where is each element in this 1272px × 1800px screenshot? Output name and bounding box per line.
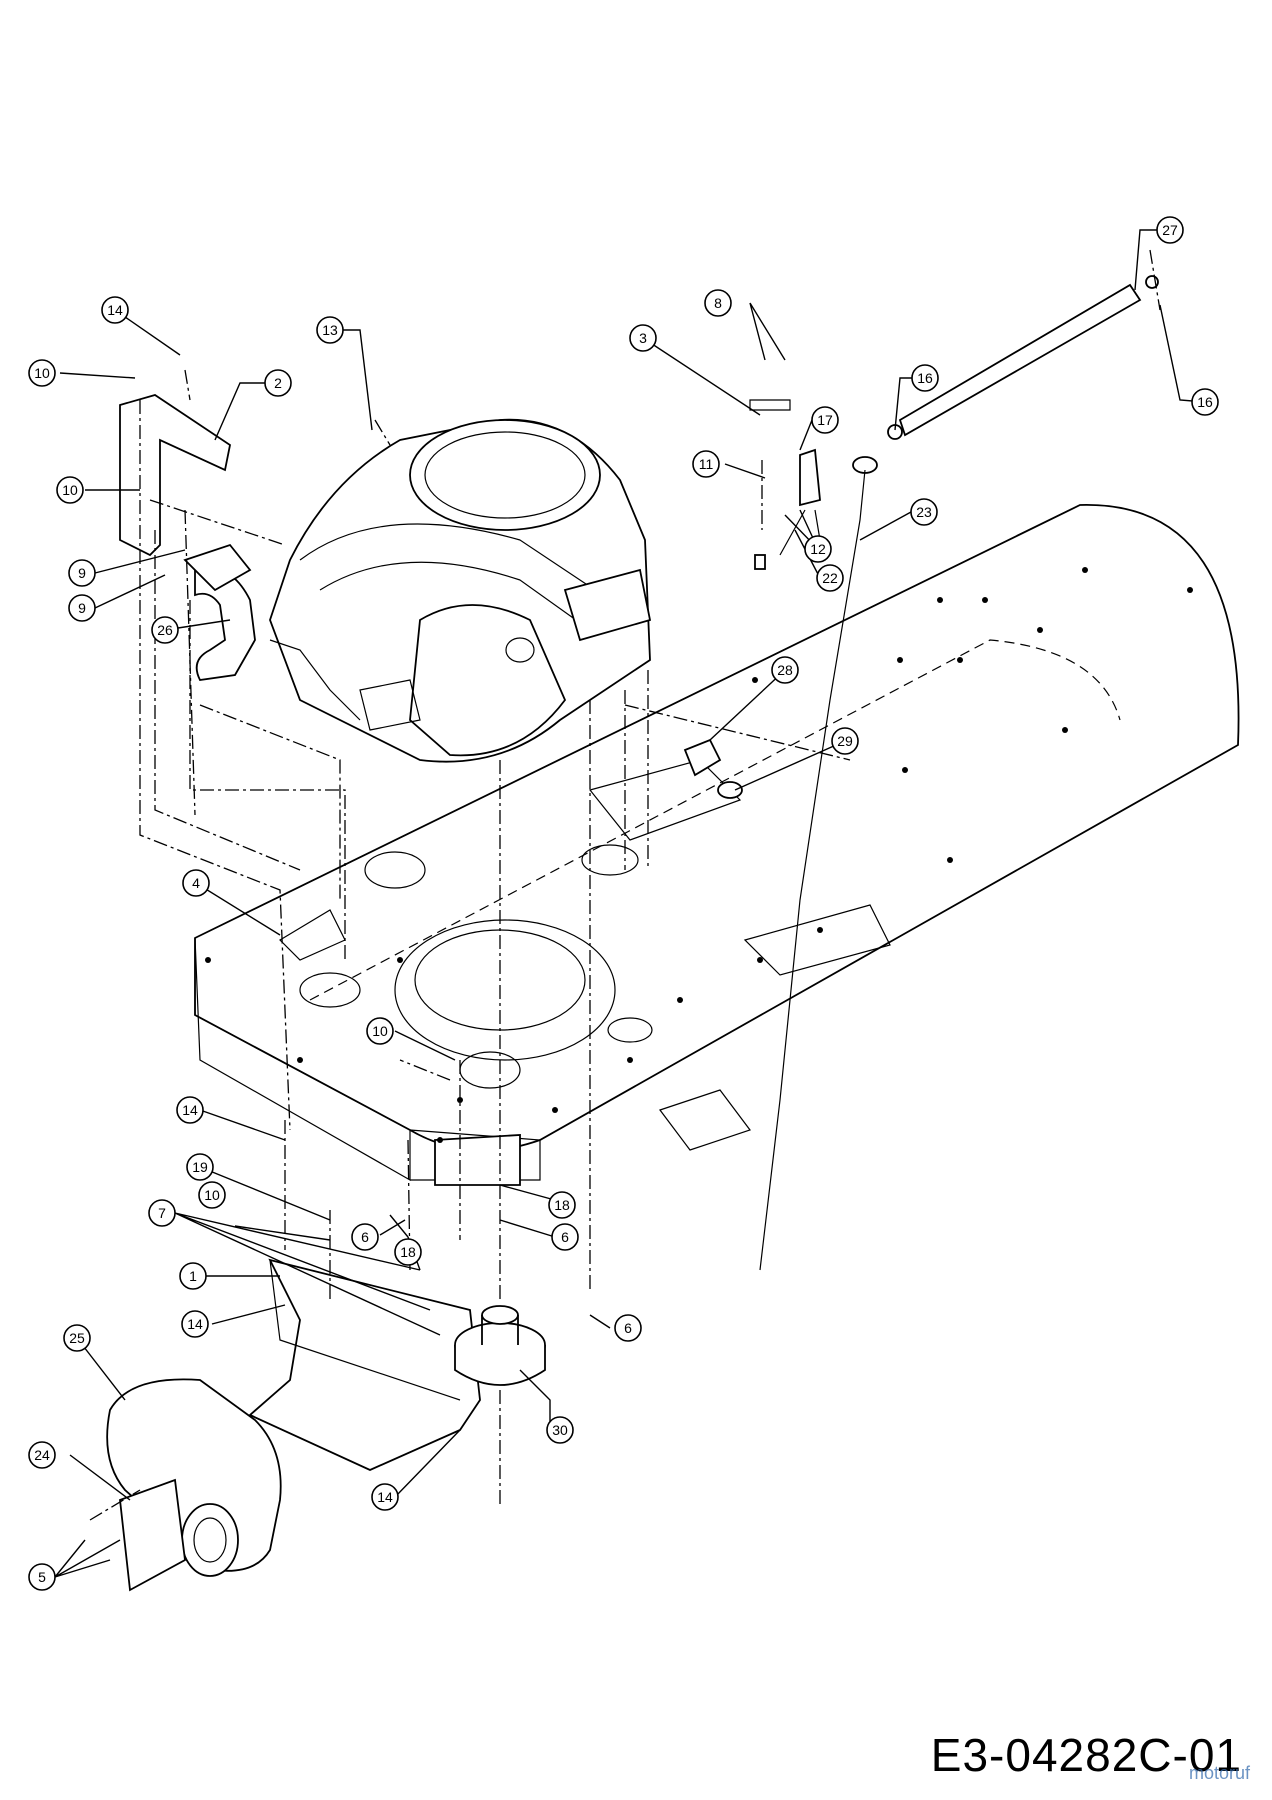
svg-text:14: 14 bbox=[107, 302, 123, 318]
heat-shield bbox=[119, 394, 232, 557]
callout-10c[interactable]: 10 bbox=[366, 1017, 394, 1045]
choke-cable bbox=[759, 456, 878, 1271]
callout-3[interactable]: 3 bbox=[629, 324, 657, 352]
callout-10b[interactable]: 10 bbox=[56, 476, 84, 504]
callout-8[interactable]: 8 bbox=[704, 289, 732, 317]
svg-text:27: 27 bbox=[1162, 222, 1178, 238]
fuel-filter bbox=[683, 738, 743, 799]
callout-9a[interactable]: 9 bbox=[68, 559, 96, 587]
svg-text:6: 6 bbox=[624, 1320, 632, 1336]
callout-30[interactable]: 30 bbox=[546, 1416, 574, 1444]
svg-text:11: 11 bbox=[699, 456, 714, 472]
callout-18b[interactable]: 18 bbox=[394, 1238, 422, 1266]
svg-text:14: 14 bbox=[182, 1102, 198, 1118]
callout-10a[interactable]: 10 bbox=[28, 359, 56, 387]
svg-text:8: 8 bbox=[714, 295, 722, 311]
callout-4[interactable]: 4 bbox=[182, 869, 210, 897]
callout-22[interactable]: 22 bbox=[816, 564, 844, 592]
muffler-bracket bbox=[248, 1258, 481, 1471]
callout-1[interactable]: 1 bbox=[179, 1262, 207, 1290]
callout-23[interactable]: 23 bbox=[910, 498, 938, 526]
callout-6c[interactable]: 6 bbox=[614, 1314, 642, 1342]
callout-2[interactable]: 2 bbox=[264, 369, 292, 397]
svg-text:3: 3 bbox=[639, 330, 647, 346]
svg-text:26: 26 bbox=[157, 622, 173, 638]
callout-29[interactable]: 29 bbox=[831, 727, 859, 755]
svg-text:30: 30 bbox=[552, 1422, 568, 1438]
svg-text:16: 16 bbox=[917, 370, 933, 386]
throttle-control bbox=[749, 399, 821, 570]
svg-text:14: 14 bbox=[187, 1316, 203, 1332]
drawing-code: E3-04282C-01 bbox=[930, 1729, 1242, 1781]
callout-17[interactable]: 17 bbox=[811, 406, 839, 434]
assembly-lines bbox=[89, 249, 1161, 1521]
callout-19[interactable]: 19 bbox=[186, 1153, 214, 1181]
svg-text:6: 6 bbox=[361, 1229, 369, 1245]
muffler bbox=[106, 1378, 282, 1592]
callout-24[interactable]: 24 bbox=[28, 1441, 56, 1469]
callout-6a[interactable]: 6 bbox=[351, 1223, 379, 1251]
callout-11[interactable]: 11 bbox=[692, 450, 720, 478]
control-rod bbox=[887, 275, 1159, 440]
callout-7[interactable]: 7 bbox=[148, 1199, 176, 1227]
callout-28[interactable]: 28 bbox=[771, 656, 799, 684]
pulley bbox=[454, 1305, 546, 1386]
svg-text:6: 6 bbox=[561, 1229, 569, 1245]
callouts: 1 2 3 4 5 6 6 6 7 8 9 9 10 10 10 10 11 1… bbox=[28, 216, 1219, 1591]
callout-6b[interactable]: 6 bbox=[551, 1223, 579, 1251]
callout-5[interactable]: 5 bbox=[28, 1563, 56, 1591]
svg-text:18: 18 bbox=[554, 1197, 570, 1213]
svg-text:5: 5 bbox=[38, 1569, 46, 1585]
watermark-logo: motoruf bbox=[1188, 1763, 1250, 1783]
svg-text:29: 29 bbox=[837, 733, 853, 749]
svg-text:28: 28 bbox=[777, 662, 793, 678]
svg-text:10: 10 bbox=[204, 1187, 220, 1203]
callout-16a[interactable]: 16 bbox=[911, 364, 939, 392]
callout-14c[interactable]: 14 bbox=[181, 1310, 209, 1338]
svg-text:1: 1 bbox=[189, 1268, 197, 1284]
callout-10d[interactable]: 10 bbox=[198, 1181, 226, 1209]
callout-12[interactable]: 12 bbox=[804, 535, 832, 563]
callout-13[interactable]: 13 bbox=[316, 316, 344, 344]
callout-16b[interactable]: 16 bbox=[1191, 388, 1219, 416]
svg-text:19: 19 bbox=[192, 1159, 208, 1175]
svg-text:14: 14 bbox=[377, 1489, 393, 1505]
svg-text:22: 22 bbox=[822, 570, 838, 586]
svg-text:2: 2 bbox=[274, 375, 282, 391]
callout-9b[interactable]: 9 bbox=[68, 594, 96, 622]
svg-text:16: 16 bbox=[1197, 394, 1213, 410]
svg-text:4: 4 bbox=[192, 875, 200, 891]
svg-text:7: 7 bbox=[158, 1205, 166, 1221]
svg-text:9: 9 bbox=[78, 600, 86, 616]
svg-text:10: 10 bbox=[62, 482, 78, 498]
exhaust-pipe bbox=[183, 543, 256, 681]
frame-holes bbox=[205, 567, 1193, 1143]
svg-text:12: 12 bbox=[810, 541, 826, 557]
svg-text:23: 23 bbox=[916, 504, 932, 520]
callout-26[interactable]: 26 bbox=[151, 616, 179, 644]
svg-text:9: 9 bbox=[78, 565, 86, 581]
callout-14b[interactable]: 14 bbox=[176, 1096, 204, 1124]
svg-text:10: 10 bbox=[372, 1023, 388, 1039]
engine bbox=[269, 418, 652, 763]
callout-14d[interactable]: 14 bbox=[371, 1483, 399, 1511]
callout-18a[interactable]: 18 bbox=[548, 1191, 576, 1219]
svg-text:25: 25 bbox=[69, 1330, 85, 1346]
frame-plate bbox=[194, 504, 1240, 1186]
svg-text:10: 10 bbox=[34, 365, 50, 381]
callout-14a[interactable]: 14 bbox=[101, 296, 129, 324]
svg-text:24: 24 bbox=[34, 1447, 50, 1463]
svg-text:18: 18 bbox=[400, 1244, 416, 1260]
svg-text:17: 17 bbox=[817, 412, 833, 428]
callout-27[interactable]: 27 bbox=[1156, 216, 1184, 244]
callout-25[interactable]: 25 bbox=[63, 1324, 91, 1352]
svg-text:13: 13 bbox=[322, 322, 338, 338]
